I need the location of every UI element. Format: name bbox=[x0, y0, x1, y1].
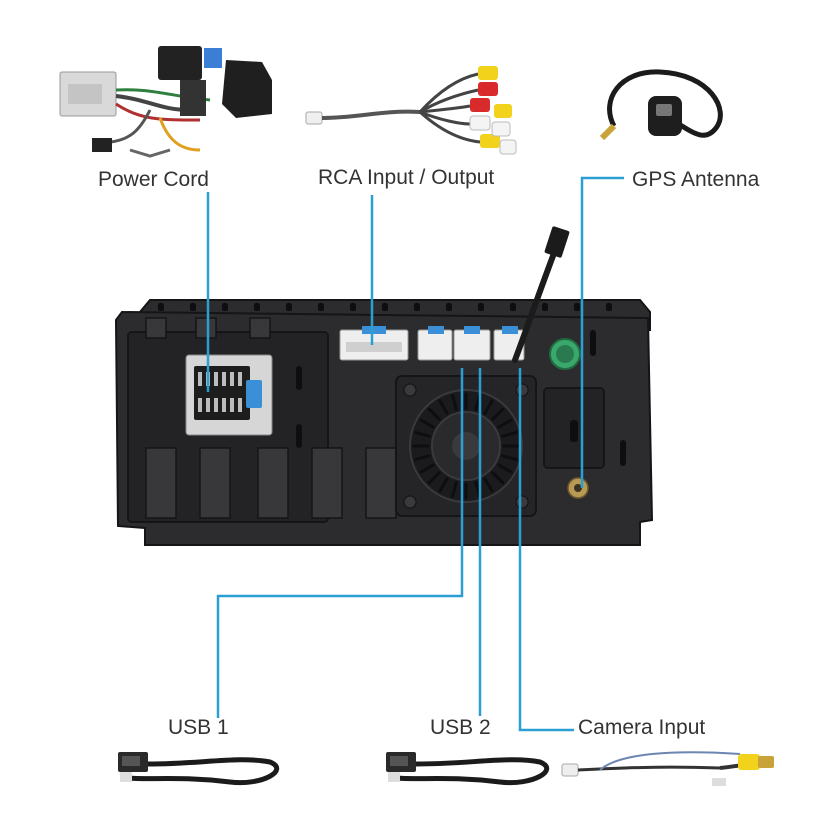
fan-vent-slot bbox=[497, 418, 513, 429]
cooling-fan-housing bbox=[395, 375, 537, 517]
fan-vent-slot bbox=[427, 407, 441, 421]
fan-vent-slot bbox=[501, 431, 518, 438]
rca-header-connector bbox=[339, 326, 409, 361]
vent-slot-2 bbox=[296, 424, 302, 448]
power-harness-socket bbox=[185, 354, 273, 436]
rca-cable-illustration bbox=[305, 66, 517, 155]
usb2-cable-illustration bbox=[386, 752, 550, 786]
camera-leader bbox=[518, 368, 574, 732]
power-cord-harness-illustration bbox=[59, 46, 272, 158]
usb2-header-connector bbox=[453, 326, 491, 361]
head-unit-rear-panel bbox=[114, 226, 654, 546]
fan-vent-slot bbox=[483, 399, 494, 415]
fan-vent-slot bbox=[438, 477, 449, 493]
fan-vent-slot bbox=[414, 431, 431, 438]
fan-vent-slot bbox=[414, 454, 431, 461]
usb1-cable-illustration bbox=[118, 752, 280, 786]
flange-holes bbox=[158, 303, 612, 311]
fan-vent-slot bbox=[451, 481, 458, 498]
leader-lines bbox=[206, 176, 624, 732]
power-cord-label: Power Cord bbox=[98, 168, 209, 191]
fan-vent-slot bbox=[501, 454, 518, 461]
gps-antenna-label: GPS Antenna bbox=[632, 168, 760, 191]
fan-vent-slot bbox=[419, 418, 435, 429]
gps-fakra-socket bbox=[549, 338, 581, 370]
camera-cable-illustration bbox=[561, 751, 774, 786]
vent-slot-3 bbox=[590, 330, 596, 356]
fan-vent-slot bbox=[491, 407, 505, 421]
sma-antenna-jack bbox=[567, 477, 589, 499]
left-ribs bbox=[145, 317, 397, 519]
camera-harness-lead bbox=[512, 245, 559, 363]
fan-vent-slot bbox=[497, 463, 513, 474]
camera-harness-plug bbox=[544, 226, 570, 258]
vent-slot-1 bbox=[296, 366, 302, 390]
fan-vent-slot bbox=[427, 471, 441, 485]
vent-slot-4 bbox=[620, 440, 626, 466]
fan-vent-slot bbox=[451, 394, 458, 411]
camera-input-label: Camera Input bbox=[578, 716, 706, 739]
usb1-label: USB 1 bbox=[168, 716, 229, 739]
usb2-label: USB 2 bbox=[430, 716, 491, 739]
fan-vent-slot bbox=[419, 463, 435, 474]
fan-vent-slot bbox=[483, 477, 494, 493]
usb1-header-connector bbox=[417, 326, 453, 361]
rca-input-output-label: RCA Input / Output bbox=[318, 166, 495, 189]
right-pocket-slot bbox=[570, 420, 578, 442]
gps-antenna-illustration bbox=[599, 69, 723, 141]
gps-leader bbox=[580, 176, 624, 488]
usb1-leader bbox=[216, 368, 464, 718]
fan-vent-slot bbox=[491, 471, 505, 485]
fan-vent-slot bbox=[438, 399, 449, 415]
